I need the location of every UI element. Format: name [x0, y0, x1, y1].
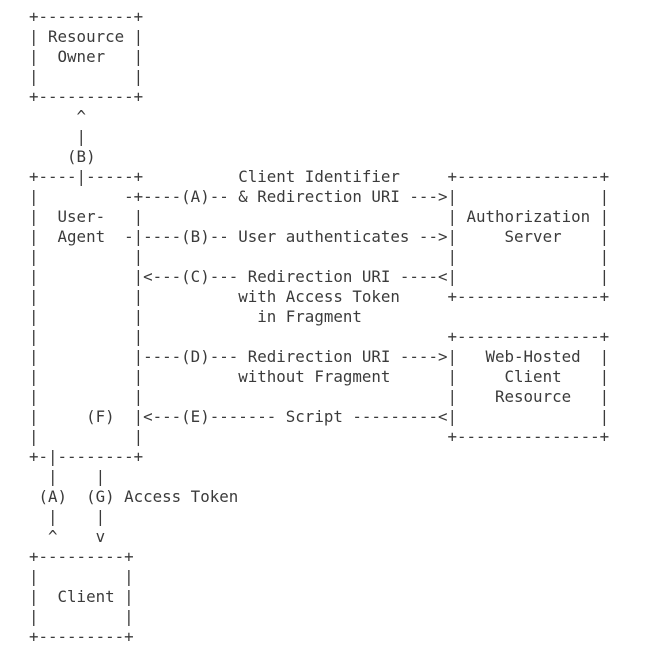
implicit-grant-flow-page: +----------+ | Resource | | Owner | | | … [29, 7, 610, 646]
oauth-implicit-grant-ascii-diagram: +----------+ | Resource | | Owner | | | … [29, 7, 610, 646]
